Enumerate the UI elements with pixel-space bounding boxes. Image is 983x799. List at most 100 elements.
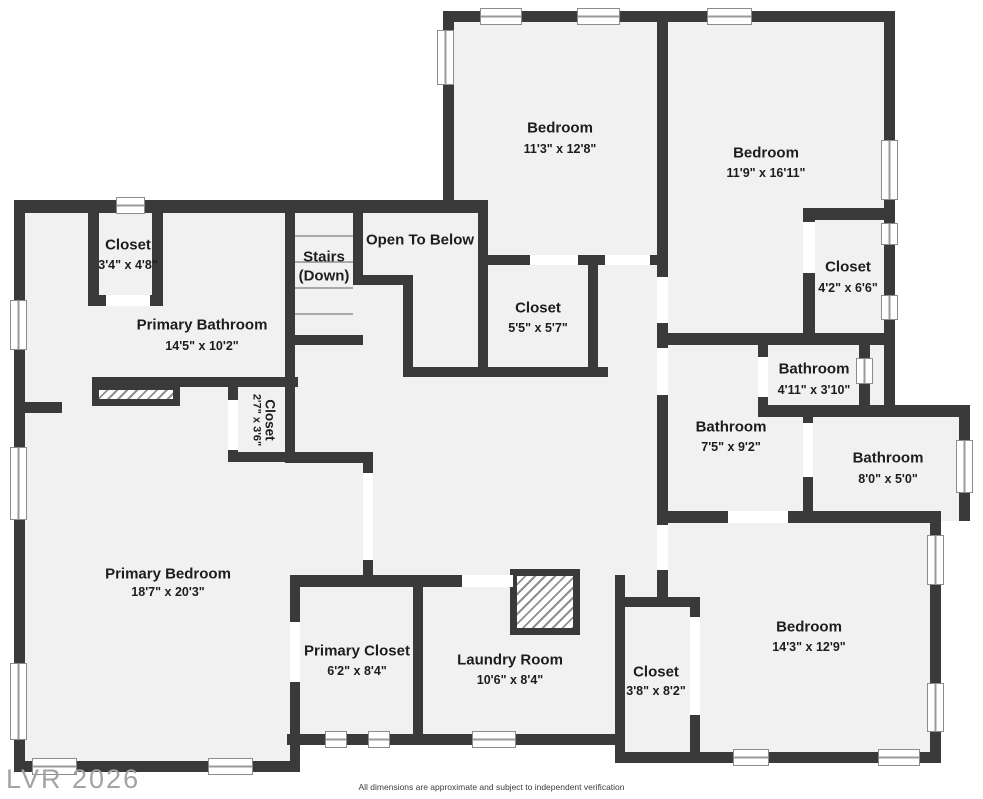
window-bathroom-right-east [956,440,973,493]
wall-closet42-north [803,208,895,220]
door-bedroom-bathroom [728,511,788,523]
window-primary-closet-south-2 [368,731,390,748]
wall-bedroom1-west [443,11,454,213]
wall-hall-east [657,345,668,597]
label-bathroom-small-dims: 4'11" x 3'10" [777,383,851,397]
wall-upper-left-north [14,200,488,213]
stairs-treads [295,211,353,335]
door-laundry [462,575,513,587]
label-bathroom-middle-name: Bathroom [695,418,767,436]
window-bedroom-east-2 [927,683,944,732]
floor-primary-bedroom [14,380,298,772]
label-closet-bedroom2-name: Closet [825,258,871,276]
label-stairs-dims: (Down) [298,267,350,285]
wall-closets-north [290,575,514,587]
wall-primary-bedroom-south [14,761,300,772]
window-bathroom-small-shower [856,358,873,384]
label-bedroom-top-left-dims: 11'3" x 12'8" [523,142,597,156]
door-bathroom-hall [657,348,668,395]
label-bedroom-bottom-dims: 14'3" x 12'9" [772,640,846,654]
wall-stairs-west [285,200,295,390]
wall-openbelow-east [478,203,488,377]
wall-bedrooms-divider [657,11,668,333]
wall-closet38-north [615,597,700,607]
wall-closet55-east [588,255,598,377]
window-closet42-east-2 [881,295,898,320]
wall-primary-bathroom-south [92,377,298,387]
label-laundry-room-dims: 10'6" x 8'4" [476,673,544,687]
label-bathroom-right-dims: 8'0" x 5'0" [858,472,918,486]
label-closet-rotated: Closet 2'7" x 3'6" [251,394,278,446]
wall-southeast-south [615,752,941,763]
door-bathroom-right [803,423,813,477]
wall-stairs-east [353,200,363,285]
label-bedroom-top-right-name: Bedroom [733,144,799,162]
wall-laundry-west [413,575,423,745]
window-primary-closet-south-1 [325,731,347,748]
label-laundry-room-name: Laundry Room [457,651,563,669]
window-north-3 [707,8,752,25]
wall-openbelow-jog-top [353,275,413,285]
label-closet-top-left-name: Closet [105,236,151,254]
window-primary-bedroom-south-2 [208,758,253,775]
wall-north [443,11,895,22]
window-bedroom1-west [437,30,454,85]
label-bathroom-middle-dims: 7'5" x 9'2" [701,440,761,454]
wall-hall-southwest [285,452,373,463]
door-closet27 [228,400,238,450]
door-closet42 [803,222,815,273]
window-primary-bedroom-south-1 [32,758,77,775]
label-primary-closet-name: Primary Closet [304,642,410,660]
window-bedroom-east-1 [927,535,944,585]
label-closet-bottom-name: Closet [633,663,679,681]
disclaimer-text: All dimensions are approximate and subje… [358,782,625,792]
wall-openbelow-jog-side [403,275,413,377]
label-primary-bathroom-name: Primary Bathroom [136,316,268,334]
window-bedroom2-east [881,140,898,200]
window-bedroom-south-1 [733,749,769,766]
wall-closet27-east [285,377,295,462]
label-closet-hall-name: Closet [515,299,561,317]
label-closet-top-left-dims: 3'4" x 4'8" [98,258,158,272]
window-primary-bedroom-west-1 [10,447,27,520]
door-bathroom-small [758,357,768,397]
door-closet38 [690,617,700,715]
label-bathroom-right-name: Bathroom [852,449,924,467]
window-bathroom-west [10,300,27,350]
wall-closet42-south [803,333,895,345]
window-north-1 [480,8,522,25]
label-bedroom-bottom-name: Bedroom [776,618,842,636]
label-primary-bathroom-dims: 14'5" x 10'2" [165,339,239,353]
window-north-2 [577,8,620,25]
label-open-to-below-name: Open To Below [365,231,475,249]
label-bathroom-small-name: Bathroom [778,360,850,378]
window-closet42-east-1 [881,223,898,245]
wall-closet27-south [228,452,295,462]
wall-openbelow-closet-south [403,367,608,377]
wall-closet38-west [615,575,625,763]
label-closet-hall-dims: 5'5" x 5'7" [508,321,568,335]
door-primary-closet [290,622,300,682]
room-name: Closet [262,399,278,441]
wall-bedroom-north [657,511,941,523]
wall-closet34-west [88,200,99,306]
floor-bedroom-bottom [658,513,941,763]
door-primary-bedroom [363,473,373,560]
label-closet-bedroom2-dims: 4'2" x 6'6" [818,281,878,295]
label-bedroom-top-left-name: Bedroom [527,119,593,137]
label-stairs-name: Stairs [303,248,345,266]
floor-bathrooms [658,333,895,521]
window-bedroom-south-2 [878,749,920,766]
label-bedroom-top-right-dims: 11'9" x 16'11" [726,166,806,180]
door-bedroom2 [657,277,668,323]
door-closet55 [530,255,578,265]
wall-laundry-south [287,734,625,745]
wall-stairs-south [285,335,363,345]
wall-west-stub [14,402,62,413]
label-primary-bedroom-dims: 18'7" x 20'3" [131,585,205,599]
wall-closet34-east [152,200,163,306]
window-primary-bedroom-west-2 [10,663,27,740]
watermark: LVR 2026 [6,764,141,794]
label-primary-closet-dims: 6'2" x 8'4" [327,664,387,678]
